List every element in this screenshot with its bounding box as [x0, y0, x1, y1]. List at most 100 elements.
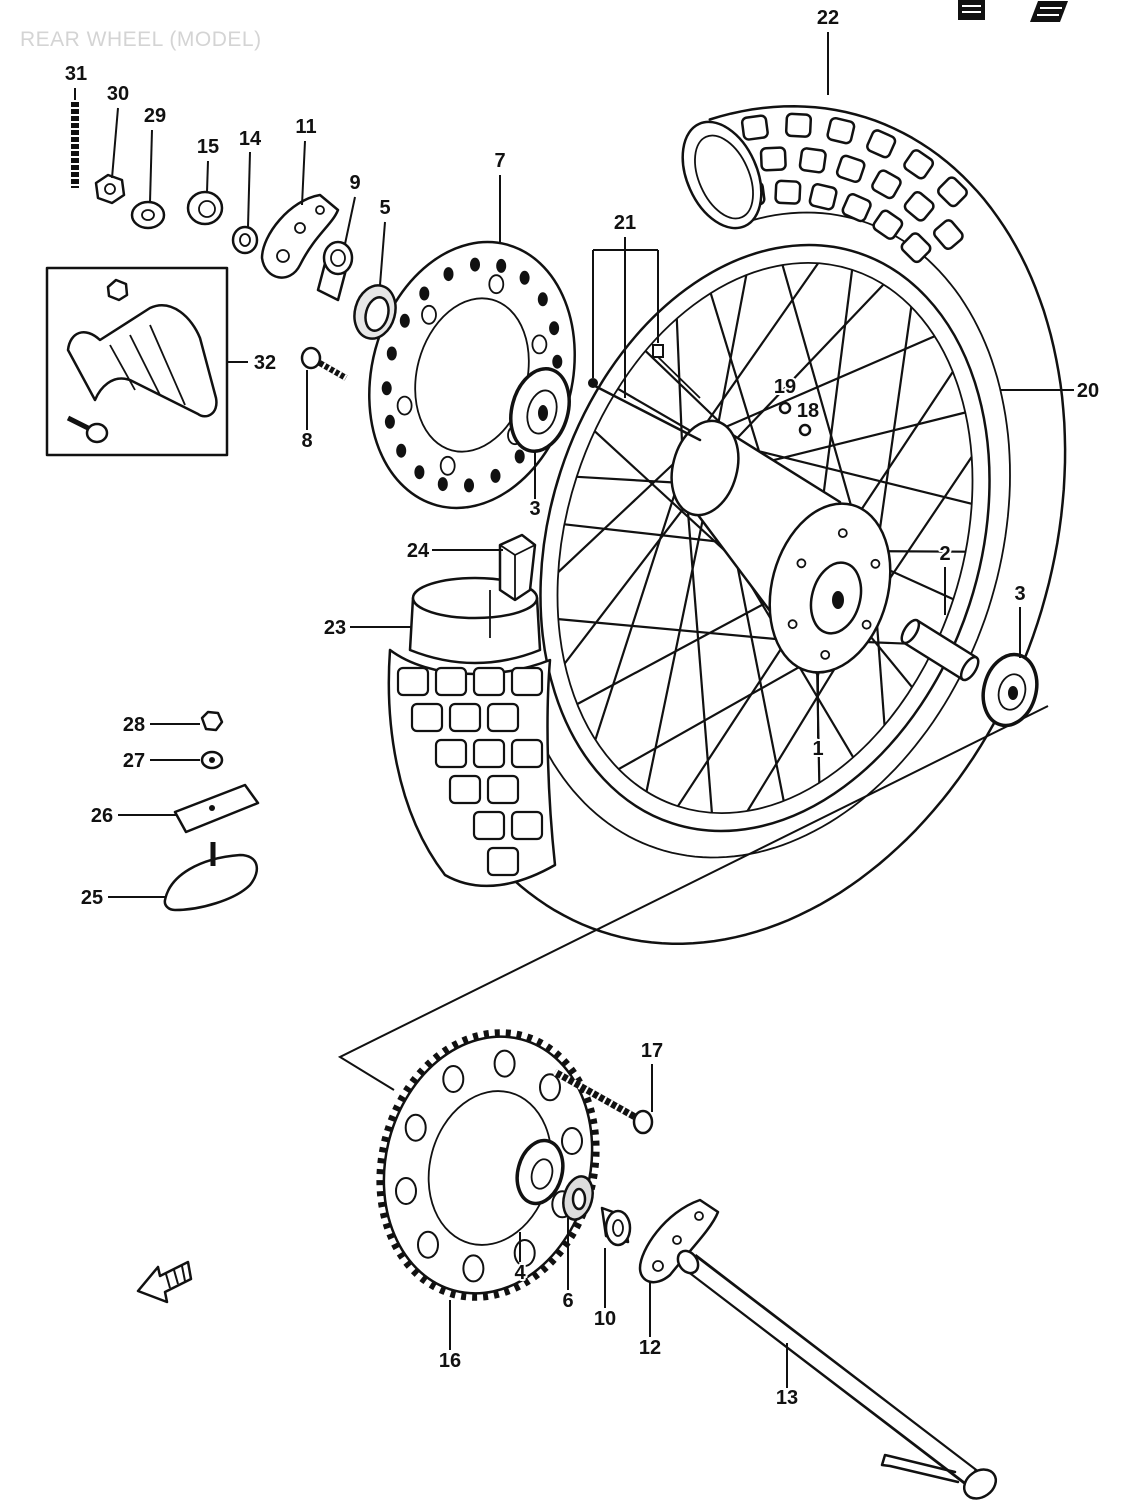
- leader-line-11: [301, 140, 306, 206]
- rim-lock-pad: [173, 783, 260, 834]
- model-flag-icon: [1030, 1, 1068, 22]
- tread-block: [784, 112, 813, 138]
- callout-3-right: 3: [1014, 583, 1025, 605]
- callout-1: 1: [812, 738, 823, 760]
- rear-axle-head: [962, 1468, 998, 1500]
- sprocket-bolt-head: [632, 1109, 654, 1135]
- axle-spacer-end: [900, 618, 921, 645]
- leader-line-9: [344, 196, 356, 245]
- spoke-nipple: [652, 344, 664, 358]
- tread-block: [510, 666, 544, 697]
- sprocket-hole: [395, 1177, 417, 1205]
- tread-block: [826, 116, 856, 145]
- spoke: [676, 632, 793, 807]
- tread-block: [396, 666, 430, 697]
- leader-line-30: [111, 107, 119, 179]
- rear-axle-body: [687, 1258, 975, 1482]
- rim-lock: [498, 533, 537, 602]
- callout-11: 11: [295, 116, 316, 138]
- hub-bolt-hole: [787, 619, 798, 630]
- washer-29-hole: [141, 209, 155, 221]
- rotor-bolt-head: [300, 346, 322, 370]
- callout-3-left: 3: [529, 498, 540, 520]
- axle-cotter-pin: [880, 1453, 960, 1484]
- hub-left-flange: [670, 419, 740, 517]
- spoke: [617, 387, 700, 437]
- washer-14: [231, 225, 259, 255]
- adjuster-hole: [276, 249, 290, 263]
- section-divider: [337, 705, 1049, 1091]
- axle-nut-hole: [104, 183, 116, 195]
- sprocket-bearing: [515, 1138, 565, 1206]
- hub-bolt-hole: [837, 528, 848, 538]
- tire-tread-top: [737, 112, 968, 264]
- rotor-bolt-shank: [316, 359, 348, 381]
- hub-bolt-hole: [861, 619, 872, 630]
- sprocket-hole: [404, 1113, 427, 1142]
- callout-30: 30: [107, 83, 129, 105]
- spoke: [725, 442, 973, 505]
- bearing-left-inner: [526, 389, 558, 435]
- sprocket-spacer-bore: [612, 1219, 624, 1237]
- diagram-title: REAR WHEEL (MODEL): [20, 28, 262, 51]
- axle-nut: [94, 173, 126, 205]
- tire-cut-section: [681, 120, 763, 230]
- sprocket-body: [382, 1035, 594, 1295]
- spoke-nipple-19: [778, 401, 792, 415]
- spoke: [694, 262, 820, 440]
- tread-block: [798, 147, 827, 174]
- sprocket-hole: [493, 1049, 516, 1078]
- rear-axle-end: [676, 1249, 700, 1275]
- callout-7: 7: [494, 150, 505, 172]
- sprocket-hole: [561, 1127, 583, 1155]
- rotor-hole: [443, 267, 454, 282]
- callout-29: 29: [144, 105, 166, 127]
- rotor-hole: [399, 313, 410, 328]
- leader-line-5: [379, 221, 386, 286]
- disc-guard-nut: [106, 278, 129, 302]
- spacer-bore: [330, 249, 346, 267]
- rotor-hole: [384, 414, 395, 429]
- callout-21: 21: [614, 212, 636, 234]
- callout-25: 25: [81, 887, 103, 909]
- callout-28: 28: [123, 714, 145, 736]
- inner-tube: [163, 853, 259, 912]
- tread-block: [937, 176, 968, 208]
- wheel-assembly: [387, 105, 1067, 945]
- bearing-right-bore: [1008, 686, 1018, 700]
- rotor-hole: [519, 270, 530, 285]
- tread-block: [434, 738, 468, 769]
- leader-line-14: [247, 151, 251, 228]
- callout-2: 2: [939, 543, 950, 565]
- callout-5: 5: [379, 197, 390, 219]
- tread-block: [448, 702, 482, 733]
- brake-disc: [368, 240, 576, 510]
- bearing-right-inner: [997, 673, 1027, 711]
- rotor-hole: [381, 381, 392, 396]
- hub-bolt-hole: [820, 650, 831, 660]
- callout-31: 31: [65, 63, 87, 85]
- callout-12: 12: [639, 1337, 661, 1359]
- rim-inner: [556, 262, 974, 814]
- callout-8: 8: [301, 430, 312, 452]
- spoke: [781, 264, 859, 530]
- adjuster-hole: [315, 205, 325, 215]
- spoke: [715, 274, 748, 435]
- tread-block: [841, 193, 872, 223]
- callout-24: 24: [407, 540, 430, 562]
- leader-lines: [74, 32, 1074, 1388]
- rotor-hole: [396, 443, 407, 458]
- spoke: [557, 452, 686, 574]
- tread-block: [472, 738, 506, 769]
- tread-block: [448, 774, 482, 805]
- rotor-hole: [419, 286, 430, 301]
- tread-block: [774, 179, 802, 205]
- adjuster-hole: [672, 1235, 682, 1245]
- callout-22: 22: [817, 7, 839, 29]
- sprocket-hole: [462, 1254, 485, 1283]
- rotor-hole: [496, 258, 507, 273]
- hub-axle-hole: [832, 591, 844, 609]
- manual-icon: [958, 0, 985, 20]
- rim-outer: [539, 243, 991, 833]
